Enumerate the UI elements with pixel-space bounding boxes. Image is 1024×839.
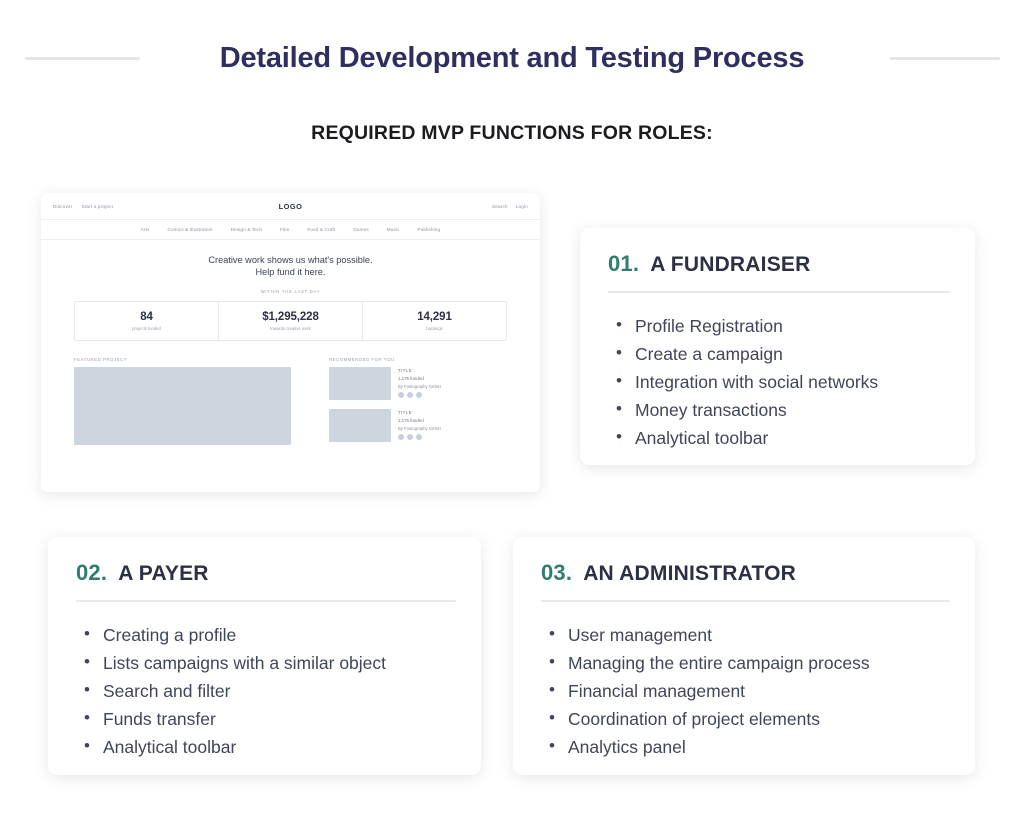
recommended-dots bbox=[398, 434, 441, 440]
slide-header: Detailed Development and Testing Process bbox=[0, 34, 1024, 82]
role-title: A PAYER bbox=[118, 562, 209, 585]
list-item: Analytics panel bbox=[549, 732, 975, 761]
mockup-category-games[interactable]: Games bbox=[353, 227, 369, 232]
stat-label: backings bbox=[426, 326, 443, 331]
mockup-recommended-list: RECOMMENDED FOR YOU TITLE 1,175 funded B… bbox=[329, 357, 501, 451]
featured-project-label: FEATURED PROJECT bbox=[74, 357, 127, 362]
list-item: Analytical toolbar bbox=[616, 423, 975, 452]
role-title: AN ADMINISTRATOR bbox=[583, 562, 796, 585]
page-subtitle: REQUIRED MVP FUNCTIONS FOR ROLES: bbox=[311, 122, 713, 144]
role-number: 03. bbox=[541, 560, 573, 585]
recommended-funded: 1,175 funded bbox=[398, 376, 424, 381]
mockup-top-nav-right: Search Login bbox=[492, 204, 528, 209]
role-card-header: 01. A FUNDRAISER bbox=[580, 228, 975, 277]
dot-icon bbox=[407, 434, 413, 440]
recommended-author: By Footography GmbH bbox=[398, 426, 441, 431]
mockup-category-arts[interactable]: Arts bbox=[140, 227, 150, 232]
list-item: Financial management bbox=[549, 676, 975, 705]
role-feature-list: Profile Registration Create a campaign I… bbox=[580, 293, 975, 452]
role-title: A FUNDRAISER bbox=[650, 253, 811, 276]
role-card-header: 03. AN ADMINISTRATOR bbox=[513, 537, 975, 586]
mockup-link-login[interactable]: Login bbox=[515, 203, 528, 209]
list-item: Coordination of project elements bbox=[549, 704, 975, 733]
dot-icon bbox=[407, 392, 413, 398]
role-number: 02. bbox=[76, 560, 108, 585]
mockup-link-start-a-project[interactable]: Start a project bbox=[81, 203, 114, 209]
mockup-hero-line-2: Help fund it here. bbox=[255, 267, 326, 277]
role-feature-list: User management Managing the entire camp… bbox=[513, 602, 975, 761]
mockup-stat-towards-creative-work: $1,295,228 towards creative work bbox=[219, 302, 363, 340]
recommended-funded: 1,175 funded bbox=[398, 418, 424, 423]
stat-value: 14,291 bbox=[417, 311, 452, 323]
stat-label: projects funded bbox=[132, 326, 161, 331]
role-number: 01. bbox=[608, 251, 640, 276]
mockup-category-comics-illustration[interactable]: Comics & Illustration bbox=[167, 227, 213, 232]
stat-label: towards creative work bbox=[270, 326, 311, 331]
featured-project-image-placeholder bbox=[74, 367, 291, 445]
list-item: User management bbox=[549, 620, 975, 649]
recommended-title: TITLE bbox=[398, 410, 413, 415]
recommended-meta: TITLE 1,175 funded By Footography GmbH bbox=[398, 409, 441, 442]
role-card-administrator: 03. AN ADMINISTRATOR User management Man… bbox=[513, 537, 975, 775]
list-item[interactable]: TITLE 1,175 funded By Footography GmbH bbox=[329, 409, 501, 442]
list-item: Analytical toolbar bbox=[84, 732, 481, 761]
list-item[interactable]: TITLE 1,175 funded By Footography GmbH bbox=[329, 367, 501, 400]
role-card-fundraiser: 01. A FUNDRAISER Profile Registration Cr… bbox=[580, 228, 975, 465]
mockup-category-nav: Arts Comics & Illustration Design & Tech… bbox=[41, 220, 540, 240]
page-title: Detailed Development and Testing Process bbox=[219, 42, 805, 74]
list-item: Creating a profile bbox=[84, 620, 481, 649]
recommended-author: By Footography GmbH bbox=[398, 384, 441, 389]
recommended-title: TITLE bbox=[398, 368, 413, 373]
mockup-stat-backings: 14,291 backings bbox=[363, 302, 506, 340]
mockup-link-search[interactable]: Search bbox=[491, 203, 508, 209]
role-card-payer: 02. A PAYER Creating a profile Lists cam… bbox=[48, 537, 481, 775]
role-card-header: 02. A PAYER bbox=[48, 537, 481, 586]
mockup-lower-section: FEATURED PROJECT RECOMMENDED FOR YOU TIT… bbox=[41, 341, 540, 451]
list-item: Lists campaigns with a similar object bbox=[84, 648, 481, 677]
stat-value: 84 bbox=[140, 311, 153, 323]
mockup-category-design-tech[interactable]: Design & Tech bbox=[230, 227, 263, 232]
list-item: Integration with social networks bbox=[616, 367, 975, 396]
list-item: Create a campaign bbox=[616, 339, 975, 368]
list-item: Money transactions bbox=[616, 395, 975, 424]
mockup-top-bar: Discover Start a project LOGO Search Log… bbox=[41, 193, 540, 220]
dot-icon bbox=[416, 392, 422, 398]
mockup-category-film[interactable]: Film bbox=[280, 227, 290, 232]
dot-icon bbox=[416, 434, 422, 440]
website-mockup-card: Discover Start a project LOGO Search Log… bbox=[41, 193, 540, 492]
mockup-stat-projects-funded: 84 projects funded bbox=[75, 302, 219, 340]
dot-icon bbox=[398, 434, 404, 440]
list-item: Search and filter bbox=[84, 676, 481, 705]
header-rule-left bbox=[25, 57, 140, 60]
recommended-label: RECOMMENDED FOR YOU bbox=[329, 357, 395, 362]
list-item: Managing the entire campaign process bbox=[549, 648, 975, 677]
role-card-divider bbox=[608, 291, 950, 293]
mockup-category-food-craft[interactable]: Food & Craft bbox=[307, 227, 336, 232]
recommended-meta: TITLE 1,175 funded By Footography GmbH bbox=[398, 367, 441, 400]
list-item: Profile Registration bbox=[616, 311, 975, 340]
mockup-link-discover[interactable]: Discover bbox=[53, 203, 73, 209]
mockup-hero-line-1: Creative work shows us what's possible. bbox=[208, 255, 373, 265]
recommended-thumb-placeholder bbox=[329, 409, 391, 442]
mockup-featured-project: FEATURED PROJECT bbox=[74, 357, 291, 451]
dot-icon bbox=[398, 392, 404, 398]
mockup-hero: Creative work shows us what's possible. … bbox=[41, 240, 540, 294]
recommended-dots bbox=[398, 392, 441, 398]
role-card-divider bbox=[541, 600, 950, 602]
recommended-thumb-placeholder bbox=[329, 367, 391, 400]
stat-value: $1,295,228 bbox=[262, 311, 319, 323]
mockup-stats-kicker: WITHIN THE LAST DAY bbox=[260, 289, 321, 294]
role-card-divider bbox=[76, 600, 456, 602]
mockup-category-music[interactable]: Music bbox=[386, 227, 400, 232]
header-rule-right bbox=[890, 57, 1000, 60]
role-feature-list: Creating a profile Lists campaigns with … bbox=[48, 602, 481, 761]
mockup-logo: LOGO bbox=[278, 201, 303, 211]
list-item: Funds transfer bbox=[84, 704, 481, 733]
mockup-category-publishing[interactable]: Publishing bbox=[417, 227, 441, 232]
mockup-top-nav-left: Discover Start a project bbox=[53, 204, 113, 209]
mockup-stats-bar: 84 projects funded $1,295,228 towards cr… bbox=[74, 301, 507, 341]
